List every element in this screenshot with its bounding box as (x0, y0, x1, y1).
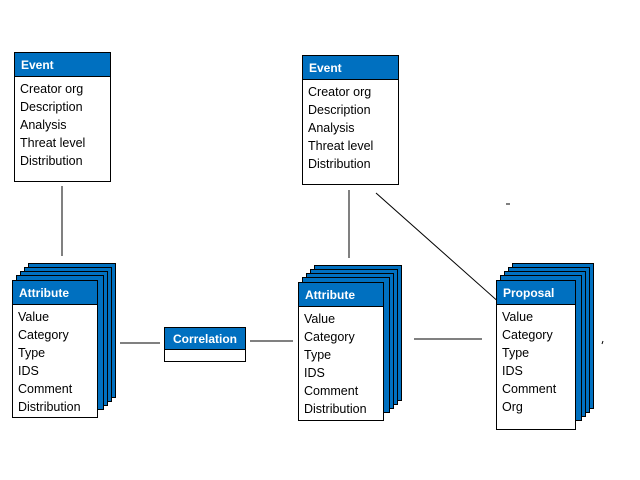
event-right-field-distribution: Distribution (308, 157, 371, 171)
attribute-right-field-value: Value (304, 312, 336, 326)
proposal-field-org: Org (502, 400, 523, 414)
line-event-right-to-proposal (375, 192, 511, 313)
event-right-field-creator-org: Creator org (308, 85, 372, 99)
event-left-field-threat-level: Threat level (20, 136, 86, 150)
event-left-title: Event (15, 53, 110, 77)
correlation-entity: Correlation (164, 327, 246, 362)
stray-tick-mark (601, 340, 604, 345)
event-left-field-creator-org: Creator org (20, 82, 84, 96)
event-left-entity: Event Creator org Description Analysis T… (14, 52, 111, 182)
attribute-right-field-comment: Comment (304, 384, 359, 398)
proposal-entity: Proposal Value Category Type IDS Comment… (496, 263, 594, 430)
attribute-right-field-type: Type (304, 348, 332, 362)
event-right-entity: Event Creator org Description Analysis T… (302, 55, 399, 185)
proposal-title: Proposal (497, 281, 575, 305)
attribute-left-field-category: Category (18, 328, 69, 342)
proposal-field-type: Type (502, 346, 530, 360)
attribute-right-field-category: Category (304, 330, 355, 344)
event-left-field-distribution: Distribution (20, 154, 83, 168)
attribute-right-field-ids: IDS (304, 366, 325, 380)
attribute-left-field-comment: Comment (18, 382, 73, 396)
event-right-fields: Creator org Description Analysis Threat … (303, 80, 398, 173)
attribute-right-fields: Value Category Type IDS Comment Distribu… (299, 307, 383, 418)
proposal-field-category: Category (502, 328, 553, 342)
event-left-field-description: Description (20, 100, 83, 114)
attribute-left-field-distribution: Distribution (18, 400, 81, 414)
proposal-fields: Value Category Type IDS Comment Org (497, 305, 575, 416)
attribute-right-field-distribution: Distribution (304, 402, 367, 416)
event-left-field-analysis: Analysis (20, 118, 67, 132)
proposal-field-comment: Comment (502, 382, 557, 396)
attribute-left-fields: Value Category Type IDS Comment Distribu… (13, 305, 97, 416)
event-left-fields: Creator org Description Analysis Threat … (15, 77, 110, 170)
attribute-left-field-value: Value (18, 310, 50, 324)
event-right-title: Event (303, 56, 398, 80)
attribute-right-title: Attribute (299, 283, 383, 307)
event-right-field-description: Description (308, 103, 371, 117)
attribute-right-entity: Attribute Value Category Type IDS Commen… (298, 265, 402, 421)
attribute-left-entity: Attribute Value Category Type IDS Commen… (12, 263, 116, 418)
event-right-field-analysis: Analysis (308, 121, 355, 135)
proposal-field-ids: IDS (502, 364, 523, 378)
correlation-title: Correlation (165, 328, 245, 350)
attribute-left-field-type: Type (18, 346, 46, 360)
proposal-field-value: Value (502, 310, 534, 324)
attribute-left-field-ids: IDS (18, 364, 39, 378)
event-right-field-threat-level: Threat level (308, 139, 374, 153)
attribute-left-title: Attribute (13, 281, 97, 305)
